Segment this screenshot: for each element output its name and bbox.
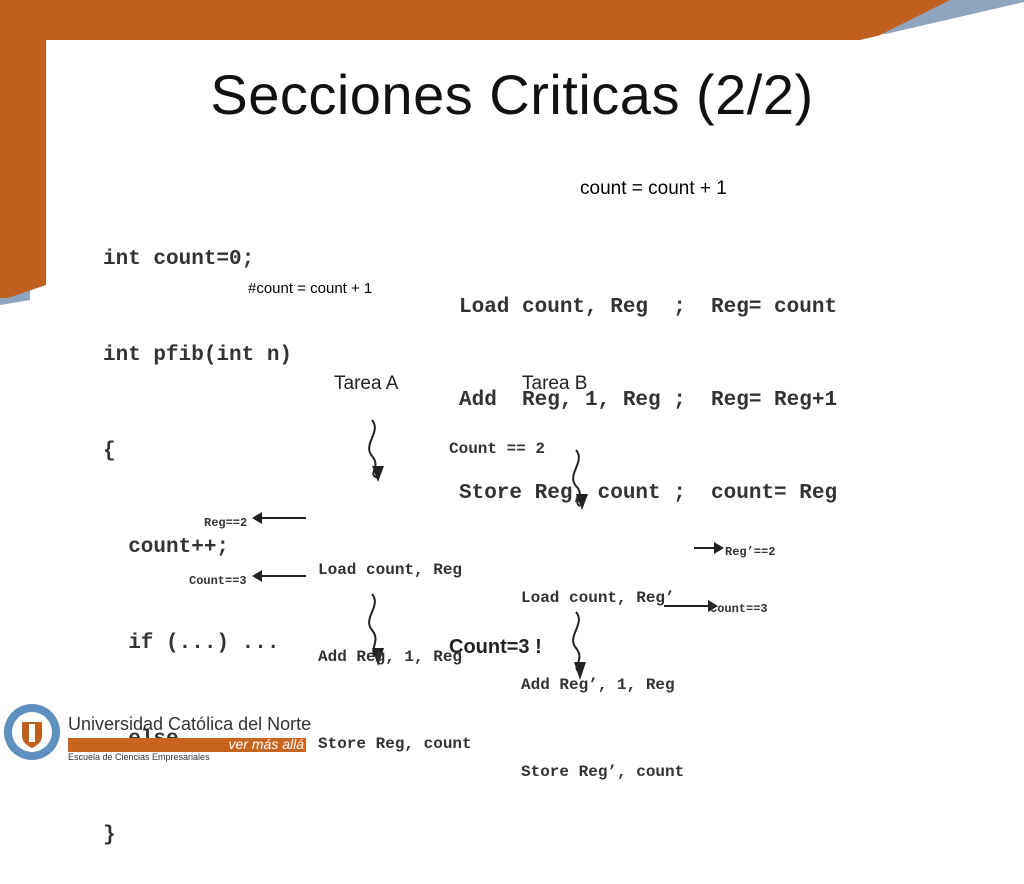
slide-frame — [0, 0, 1024, 305]
task-b-code: Load count, Reg’ Add Reg’, 1, Reg Store … — [521, 526, 684, 816]
tagline: ver más allá — [228, 736, 304, 752]
task-a-label: Tarea A — [334, 373, 399, 394]
tagline-band: ver más allá — [68, 736, 306, 752]
page-title: Secciones Criticas (2/2) — [210, 63, 814, 126]
statement-header: count = count + 1 — [580, 178, 727, 199]
note-count-a: Count==3 — [189, 574, 247, 588]
result-label: Count=3 ! — [449, 636, 542, 658]
note-reg-a: Reg==2 — [204, 516, 248, 530]
wavy-arrow-b-top — [572, 449, 581, 507]
code-line: int pfib(int n) — [103, 344, 293, 367]
code-line: if (...) ... — [103, 632, 280, 655]
assembly-code-block: Load count, Reg ; Reg= count Add Reg, 1,… — [459, 230, 837, 540]
diagram-arrows — [252, 419, 724, 680]
left-code-block: int count=0; int pfib(int n) { count++; … — [103, 180, 292, 884]
code-line: } — [103, 824, 116, 847]
note-count-b: Count==3 — [710, 602, 768, 616]
university-seal-icon — [4, 704, 60, 760]
code-comment: #count = count + 1 — [248, 280, 373, 297]
asm-line: Add Reg, 1, Reg ; Reg= Reg+1 — [459, 389, 838, 412]
code-line: count++; — [103, 536, 230, 559]
task-b-line: Add Reg’, 1, Reg — [521, 676, 675, 694]
asm-line: Load count, Reg ; Reg= count — [459, 296, 838, 319]
frame-white-corner — [860, 2, 1024, 40]
code-line: int count=0; — [103, 248, 255, 271]
asm-line: Store Reg, count ; count= Reg — [459, 482, 838, 505]
note-reg-b: Reg’==2 — [725, 545, 776, 559]
frame-orange-band — [0, 0, 950, 298]
task-b-line: Load count, Reg’ — [521, 589, 675, 607]
wavy-arrow-a-top — [368, 419, 379, 479]
task-b-line: Store Reg’, count — [521, 763, 685, 781]
university-name: Universidad Católica del Norte — [68, 714, 312, 734]
task-a-line: Store Reg, count — [318, 735, 472, 753]
code-line: { — [103, 440, 116, 463]
task-a-code: Load count, Reg Add Reg, 1, Reg Store Re… — [318, 498, 472, 788]
school-name: Escuela de Ciencias Empresariales — [68, 752, 210, 762]
count-initial: Count == 2 — [449, 440, 546, 458]
task-a-line: Load count, Reg — [318, 561, 463, 579]
task-b-label: Tarea B — [522, 373, 588, 394]
task-a-line: Add Reg, 1, Reg — [318, 648, 463, 666]
